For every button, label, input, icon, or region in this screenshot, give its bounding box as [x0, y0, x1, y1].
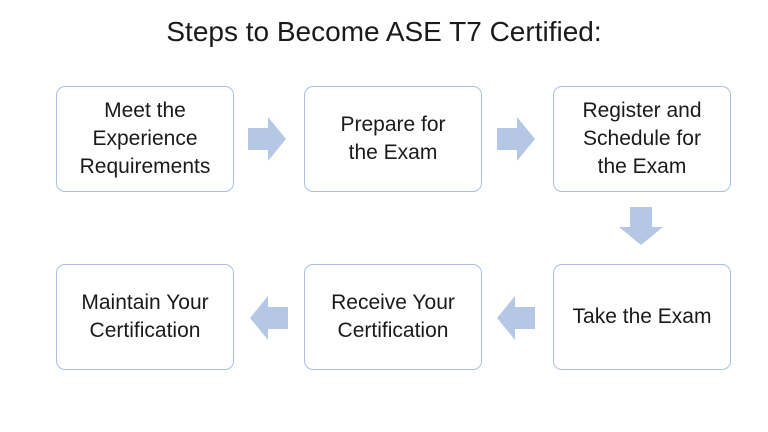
- step-register-and-schedule: Register and Schedule for the Exam: [553, 86, 731, 192]
- arrow-right-icon: [248, 117, 286, 161]
- arrow-left-icon: [250, 296, 288, 340]
- step-label: Receive Your Certification: [331, 291, 455, 342]
- arrow-left-icon: [497, 296, 535, 340]
- step-label: Register and Schedule for the Exam: [582, 99, 702, 178]
- step-meet-experience-requirements: Meet the Experience Requirements: [56, 86, 234, 192]
- step-maintain-certification: Maintain Your Certification: [56, 264, 234, 370]
- arrow-down-icon: [619, 207, 663, 245]
- step-prepare-for-exam: Prepare for the Exam: [304, 86, 482, 192]
- arrow-right-icon: [497, 117, 535, 161]
- step-take-the-exam: Take the Exam: [553, 264, 731, 370]
- step-label: Maintain Your Certification: [81, 291, 209, 342]
- step-label: Meet the Experience Requirements: [79, 99, 211, 178]
- step-label: Prepare for the Exam: [340, 113, 446, 164]
- step-receive-certification: Receive Your Certification: [304, 264, 482, 370]
- step-label: Take the Exam: [572, 305, 712, 328]
- diagram-title: Steps to Become ASE T7 Certified:: [166, 16, 602, 47]
